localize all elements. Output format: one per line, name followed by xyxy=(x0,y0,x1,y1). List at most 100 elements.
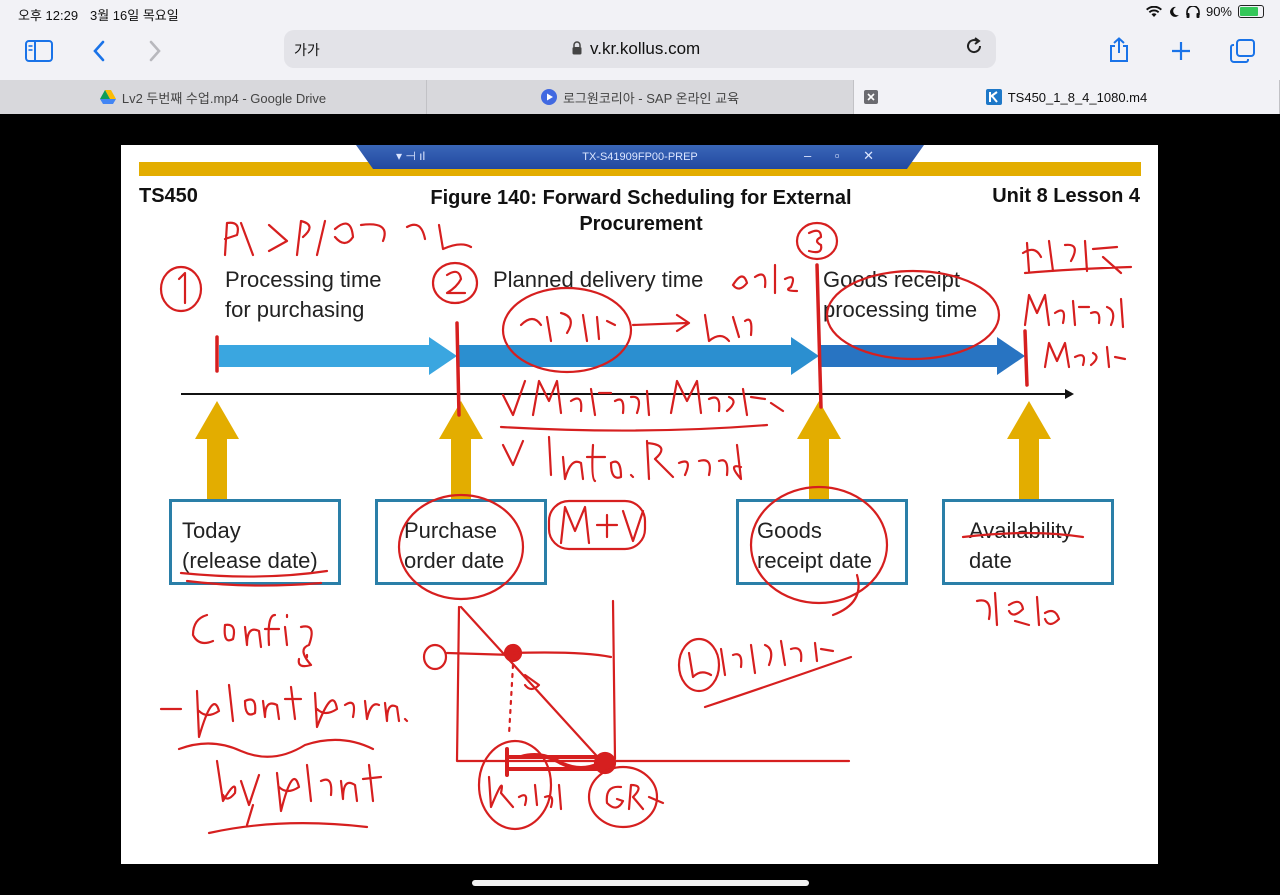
sketch-diagonal xyxy=(459,605,607,767)
new-tab-button[interactable] xyxy=(1164,36,1198,66)
scribble-by-plant xyxy=(215,759,383,827)
underline-release-date xyxy=(179,569,329,587)
tick-avail xyxy=(1023,329,1029,387)
tab-login-korea[interactable]: 로그원코리아 - SAP 온라인 교육 xyxy=(427,80,854,114)
goods-receipt-box: Goods receipt date xyxy=(736,499,908,585)
lock-icon xyxy=(572,41,582,55)
box-line: Today xyxy=(182,518,241,543)
wifi-icon xyxy=(1145,5,1162,17)
availability-box: Availability date xyxy=(942,499,1114,585)
scribble-info-record xyxy=(501,435,743,483)
tick-gr xyxy=(815,263,823,409)
circle-gr xyxy=(587,765,659,829)
close-icon xyxy=(867,93,875,101)
moon-icon xyxy=(1170,6,1179,17)
plus-icon xyxy=(1172,42,1190,60)
scribble-delivery xyxy=(703,313,753,343)
tab-label: Lv2 두번째 수업.mp4 - Google Drive xyxy=(121,90,327,106)
video-player[interactable]: ▾ ⊣ ıl TX-S41909FP00-PREP – ▫ ✕ TS450 Fi… xyxy=(0,114,1280,895)
headphones-icon xyxy=(1186,5,1200,18)
circle-release xyxy=(477,739,553,831)
scribble-gr xyxy=(605,783,665,811)
box-line: Availability xyxy=(969,518,1073,543)
stroke-2 xyxy=(445,270,467,295)
underline-by-plant xyxy=(207,822,369,835)
gr-up-arrow xyxy=(797,401,841,499)
gr-processing-label: Goods receipt processing time xyxy=(823,265,977,325)
scribble-material-right xyxy=(1023,293,1127,369)
lecture-slide: ▾ ⊣ ıl TX-S41909FP00-PREP – ▫ ✕ TS450 Fi… xyxy=(121,145,1158,864)
circle-number-1 xyxy=(159,265,203,313)
address-bar[interactable]: 가가 v.kr.kollus.com xyxy=(284,30,996,68)
browser-toolbar: 가가 v.kr.kollus.com xyxy=(0,26,1280,80)
scribble-material-master xyxy=(501,379,785,417)
share-icon xyxy=(1110,37,1128,62)
box-mv xyxy=(547,499,647,551)
sketch-circle-1 xyxy=(422,643,448,671)
sketch-bar xyxy=(505,747,609,777)
sketch-point-gr xyxy=(593,751,617,775)
tab-bar: Lv2 두번째 수업.mp4 - Google Drive 로그원코리아 - S… xyxy=(0,80,1280,114)
sidebar-icon xyxy=(25,40,53,62)
label-line: processing time xyxy=(823,297,978,322)
close-tab-button[interactable] xyxy=(864,90,878,104)
po-up-arrow xyxy=(439,401,483,499)
scribble-plant-parm xyxy=(159,683,409,739)
circle-gr-processing xyxy=(825,269,1001,361)
box-line: Purchase xyxy=(404,518,497,543)
share-button[interactable] xyxy=(1102,36,1136,66)
google-drive-icon xyxy=(99,90,116,104)
tab-kollus-video[interactable]: TS450_1_8_4_1080.m4 xyxy=(854,80,1280,114)
status-indicators: 90% xyxy=(1145,4,1264,19)
scribble-mv xyxy=(559,505,645,545)
play-circle-icon xyxy=(540,89,557,105)
remote-pin-icon[interactable]: ▾ ⊣ ıl xyxy=(396,149,426,163)
remote-session-bar[interactable]: ▾ ⊣ ıl TX-S41909FP00-PREP – ▫ ✕ xyxy=(356,145,924,169)
sidebar-button[interactable] xyxy=(22,36,56,66)
box-line: order date xyxy=(404,548,505,573)
text-size-button[interactable]: 가가 xyxy=(294,42,320,58)
today-up-arrow xyxy=(195,401,239,499)
underline-material-master xyxy=(499,423,769,432)
tabs-icon xyxy=(1230,39,1255,63)
circle-supplier xyxy=(501,286,633,374)
reload-button[interactable] xyxy=(964,36,984,62)
sketch-dotted xyxy=(507,663,515,737)
purchasing-arrow xyxy=(219,337,457,375)
course-code: TS450 xyxy=(139,185,198,207)
battery-percent: 90% xyxy=(1205,4,1232,19)
scribble-delivery-kr xyxy=(687,639,853,709)
tick-po xyxy=(455,321,461,417)
chevron-right-icon xyxy=(149,40,161,62)
stroke-3 xyxy=(807,229,823,254)
circle-gr-date xyxy=(749,485,889,605)
label-line: for purchasing xyxy=(225,297,365,322)
forward-button[interactable] xyxy=(138,36,172,66)
stroke-1 xyxy=(177,271,187,305)
scribble-release xyxy=(487,775,563,811)
back-button[interactable] xyxy=(82,36,116,66)
tab-google-drive[interactable]: Lv2 두번째 수업.mp4 - Google Drive xyxy=(0,80,427,114)
unit-lesson: Unit 8 Lesson 4 xyxy=(992,185,1140,207)
scribble-top-right xyxy=(1021,239,1133,275)
purchase-order-box: Purchase order date xyxy=(375,499,547,585)
box-line: (release date) xyxy=(182,548,318,573)
home-indicator[interactable] xyxy=(472,880,809,886)
scribble-availability-kr xyxy=(975,591,1061,627)
delivery-arrow xyxy=(457,337,819,375)
sketch-mark xyxy=(523,673,541,691)
remote-window-controls[interactable]: – ▫ ✕ xyxy=(804,148,884,163)
url-text[interactable]: v.kr.kollus.com xyxy=(590,39,701,58)
slide-title: Figure 140: Forward Scheduling for Exter… xyxy=(430,187,852,235)
label-line: Processing time xyxy=(225,267,382,292)
tab-overview-button[interactable] xyxy=(1226,36,1260,66)
scribble-supplier xyxy=(519,311,617,343)
sketch-axis-right xyxy=(611,599,617,761)
box-line: Goods xyxy=(757,518,822,543)
scribble-config xyxy=(191,613,313,668)
remote-session-title: TX-S41909FP00-PREP xyxy=(582,151,698,163)
arc-gr-date xyxy=(831,573,860,617)
status-bar: 오후 12:29 3월 16일 목요일 90% xyxy=(0,0,1280,26)
underline-plant-parm xyxy=(177,738,375,758)
planned-delivery-label: Planned delivery time xyxy=(493,267,704,292)
